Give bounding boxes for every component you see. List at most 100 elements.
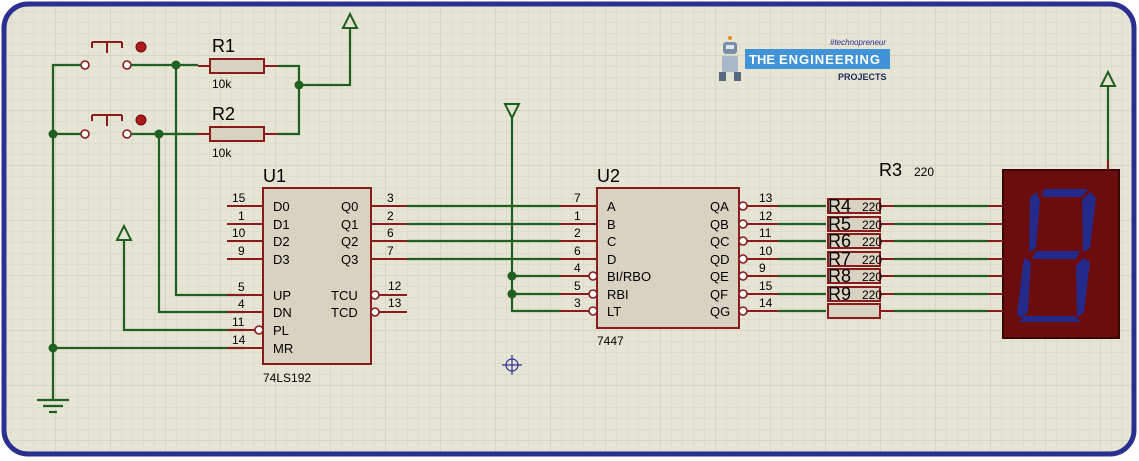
- svg-text:2: 2: [387, 209, 394, 223]
- svg-text:7: 7: [387, 244, 394, 258]
- svg-text:A: A: [607, 199, 616, 214]
- svg-text:QE: QE: [710, 269, 729, 284]
- svg-text:D1: D1: [273, 217, 290, 232]
- pin-b[interactable]: 1B: [560, 209, 616, 232]
- svg-text:1: 1: [574, 209, 581, 223]
- resistor-r6[interactable]: R6 220: [827, 231, 894, 251]
- svg-text:1: 1: [238, 209, 245, 223]
- pin-a[interactable]: 7A: [560, 191, 616, 214]
- resistor-r7[interactable]: R7 220: [827, 249, 894, 269]
- resistor-ref: R2: [212, 104, 235, 124]
- resistor-value: 220: [862, 253, 882, 267]
- svg-text:D0: D0: [273, 199, 290, 214]
- svg-text:11: 11: [232, 315, 245, 329]
- resistor-ref: R8: [828, 266, 851, 286]
- segment-c: [1076, 258, 1090, 318]
- resistor-r2[interactable]: R2 10k: [198, 104, 278, 160]
- svg-text:6: 6: [574, 244, 581, 258]
- brand-logo: #technopreneur THE ENGINEERING PROJECTS: [719, 36, 890, 82]
- svg-text:3: 3: [574, 296, 581, 310]
- resistor-ref: R6: [828, 231, 851, 251]
- pin-qe[interactable]: 9QE: [710, 261, 778, 284]
- svg-text:TCD: TCD: [331, 305, 358, 320]
- svg-text:7: 7: [574, 191, 581, 205]
- pin-d[interactable]: 6D: [560, 244, 616, 267]
- segment-g: [1032, 251, 1080, 259]
- svg-text:5: 5: [574, 279, 581, 293]
- logo-main: ENGINEERING: [779, 52, 881, 67]
- pin-q1[interactable]: 2Q1: [341, 209, 407, 232]
- resistor-ref: R7: [828, 249, 851, 269]
- svg-text:QA: QA: [710, 199, 729, 214]
- pin-up[interactable]: 5UP: [227, 280, 291, 303]
- counter-output-wires: [407, 118, 560, 313]
- resistor-r3-body[interactable]: [827, 303, 894, 319]
- resistor-r5[interactable]: R5 220: [827, 214, 894, 234]
- input-wires: [48, 28, 352, 400]
- svg-text:11: 11: [759, 226, 772, 240]
- resistor-r1[interactable]: R1 10k: [198, 36, 278, 91]
- svg-text:9: 9: [238, 244, 245, 258]
- logo-tag: #technopreneur: [830, 38, 886, 47]
- logo-banner: [745, 49, 890, 69]
- svg-text:QB: QB: [710, 217, 729, 232]
- pin-d3[interactable]: 9D3: [227, 244, 290, 267]
- pin-d1[interactable]: 1D1: [227, 209, 290, 232]
- power-terminal-left: [115, 223, 133, 241]
- segment-e: [1017, 258, 1031, 318]
- svg-text:D3: D3: [273, 252, 290, 267]
- svg-text:MR: MR: [273, 341, 293, 356]
- push-button-up[interactable]: [80, 41, 147, 70]
- resistor-value: 220: [862, 235, 882, 249]
- svg-text:Q3: Q3: [341, 252, 358, 267]
- seven-segment-display[interactable]: [988, 160, 1120, 339]
- svg-text:Q0: Q0: [341, 199, 358, 214]
- pin-q2[interactable]: 6Q2: [341, 226, 407, 249]
- pin-lt[interactable]: 3LT: [560, 296, 621, 319]
- pin-bi-rbo[interactable]: 4BI/RBO: [560, 261, 651, 284]
- resistor-value: 10k: [212, 146, 232, 160]
- segment-wires: [894, 86, 1110, 313]
- resistor-value: 220: [862, 218, 882, 232]
- push-button-down[interactable]: [80, 114, 147, 139]
- svg-text:PL: PL: [273, 323, 289, 338]
- sheet-grid: [4, 4, 1134, 454]
- svg-text:D2: D2: [273, 234, 290, 249]
- svg-text:RBI: RBI: [607, 287, 629, 302]
- resistor-ref: R5: [828, 214, 851, 234]
- resistor-ref: R1: [212, 36, 235, 56]
- pin-dn[interactable]: 4DN: [227, 297, 292, 320]
- ic-ref: U2: [597, 166, 620, 186]
- resistor-value: 10k: [212, 77, 232, 91]
- svg-text:QF: QF: [710, 287, 728, 302]
- svg-text:LT: LT: [607, 304, 621, 319]
- svg-text:15: 15: [232, 191, 246, 205]
- ic-part: 7447: [597, 334, 624, 348]
- pin-c[interactable]: 2C: [560, 226, 616, 249]
- ic-ref: U1: [263, 166, 286, 186]
- pin-q3[interactable]: 7Q3: [341, 244, 407, 267]
- pin-q0[interactable]: 3Q0: [341, 191, 407, 214]
- svg-text:C: C: [607, 234, 616, 249]
